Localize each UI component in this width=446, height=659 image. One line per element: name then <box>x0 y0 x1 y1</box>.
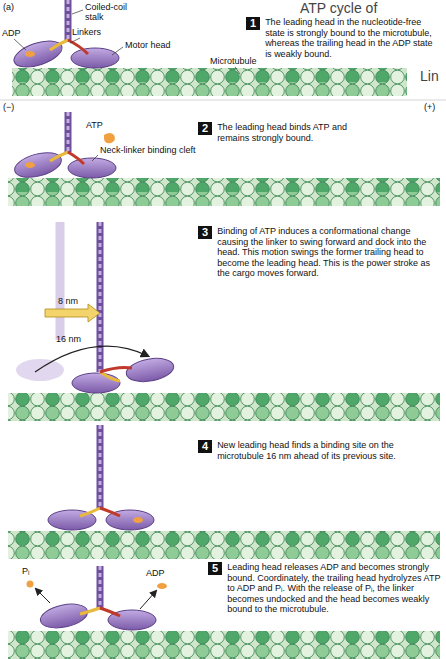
part-label: Neck-linker binding cleft <box>100 145 196 155</box>
step-box: 2 The leading head binds ATP and remains … <box>198 122 348 143</box>
step-number: 2 <box>198 122 212 135</box>
dimension-label: 8 nm <box>58 296 78 306</box>
kinesin-panel-3 <box>16 222 176 393</box>
polarity-label: (−) <box>3 102 14 112</box>
part-label: Linkers <box>72 27 101 37</box>
panel-letter: (a) <box>3 2 14 12</box>
step-description: Leading head releases ADP and becomes st… <box>227 562 444 615</box>
part-label: Microtubule <box>210 56 257 66</box>
step-box: 1 The leading head in the nucleotide-free… <box>246 17 441 59</box>
step-description: Binding of ATP induces a conformational … <box>217 226 443 279</box>
slide-title: ATP cycle of <box>300 0 377 16</box>
kinesin-panel-2 <box>0 100 446 182</box>
molecule-label: Pᵢ <box>22 566 29 576</box>
step-box: 3 Binding of ATP induces a conformational… <box>198 226 443 279</box>
polarity-label: (+) <box>424 102 435 112</box>
molecule-label: ATP <box>86 120 103 130</box>
step-box: 5 Leading head releases ADP and becomes s… <box>208 562 444 615</box>
step-description: New leading head finds a binding site on… <box>217 440 398 461</box>
step-number: 1 <box>246 17 260 30</box>
step-description: The leading head in the nucleotide-free … <box>265 17 441 59</box>
part-label: ADP <box>2 28 21 38</box>
molecule-label: ADP <box>146 568 165 578</box>
step-number: 5 <box>208 562 222 575</box>
dimension-label: 16 nm <box>56 334 81 344</box>
kinesin-panel-5 <box>27 566 168 632</box>
slide-text: Lin <box>420 68 439 84</box>
step-number: 4 <box>198 440 212 453</box>
part-label: Motor head <box>125 40 171 50</box>
step-number: 3 <box>198 226 212 239</box>
step-box: 4 New leading head finds a binding site o… <box>198 440 398 461</box>
kinesin-panel-1 <box>11 0 240 74</box>
step-description: The leading head binds ATP and remains s… <box>217 122 348 143</box>
part-label: Coiled-coil stalk <box>85 2 141 23</box>
kinesin-panel-4 <box>48 425 154 530</box>
